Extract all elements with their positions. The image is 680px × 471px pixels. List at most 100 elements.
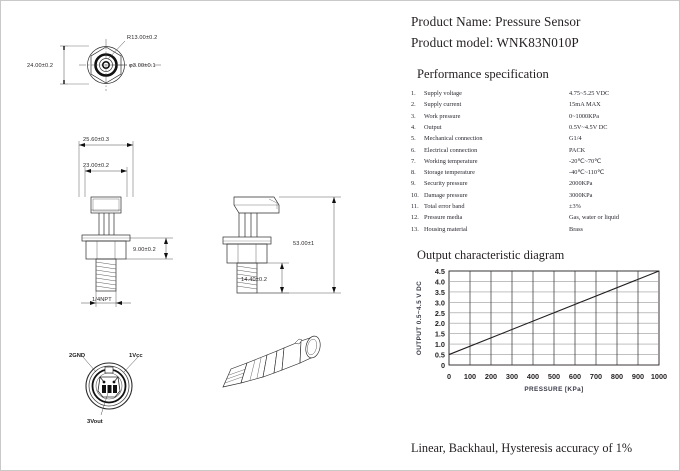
- row-value: 0.5V~4.5V DC: [569, 123, 608, 131]
- row-label: Working temperature: [424, 157, 478, 165]
- row-value: Brass: [569, 225, 583, 233]
- row-value: PACK: [569, 146, 586, 154]
- dim-front-body: 23.00±0.2: [83, 163, 109, 169]
- svg-text:2.0: 2.0: [435, 319, 445, 328]
- row-label: Pressure media: [424, 214, 463, 222]
- table-row: 6. Electrical connection PACK: [411, 144, 671, 155]
- output-characteristic-chart: 4.5 4.0 3.5 3.0 2.5 2.0 1.5 1.0 0.5 0 0 …: [411, 265, 680, 393]
- row-number: 9.: [411, 180, 416, 188]
- table-row: 10. Damage pressure 3000KPa: [411, 190, 671, 201]
- table-row: 5. Mechanical connection G1/4: [411, 133, 671, 144]
- row-number: 5.: [411, 135, 416, 143]
- dim-top-view-width: 24.00±0.2: [27, 63, 53, 69]
- drawing-side-view: [222, 196, 341, 294]
- svg-text:700: 700: [590, 372, 602, 381]
- dim-top-view-radius: R13.00±0.2: [127, 35, 157, 41]
- table-row: 4. Output 0.5V~4.5V DC: [411, 122, 671, 133]
- row-label: Storage temperature: [424, 169, 475, 177]
- pin-label-vout: 3Vout: [87, 419, 103, 425]
- row-value: 2000KPa: [569, 180, 593, 188]
- product-name: Product Name: Pressure Sensor: [411, 14, 581, 29]
- table-row: 9. Security pressure 2000KPa: [411, 178, 671, 189]
- row-number: 7.: [411, 157, 416, 165]
- pin-label-vcc: 1Vcc: [129, 353, 143, 359]
- svg-text:800: 800: [611, 372, 623, 381]
- table-row: 11. Total error band ±3%: [411, 201, 671, 212]
- row-label: Mechanical connection: [424, 135, 483, 143]
- row-value: 3000KPa: [569, 191, 593, 199]
- row-value: ±3%: [569, 202, 581, 210]
- svg-text:1.0: 1.0: [435, 340, 445, 349]
- performance-spec-title: Performance specification: [417, 67, 549, 81]
- dim-side-height: 53.00±1: [293, 241, 314, 247]
- table-row: 13. Housing material Brass: [411, 223, 671, 234]
- row-number: 12.: [411, 214, 419, 222]
- row-label: Supply current: [424, 101, 462, 109]
- chart-y-axis-label: OUTPUT 0.5~4.5 V DC: [416, 281, 423, 355]
- row-number: 2.: [411, 101, 416, 109]
- drawing-isometric-view: [222, 335, 321, 388]
- dim-front-thread: 1/4NPT: [92, 297, 112, 303]
- svg-text:0: 0: [441, 361, 445, 370]
- svg-text:4.0: 4.0: [435, 277, 445, 286]
- svg-text:0: 0: [447, 372, 451, 381]
- svg-text:200: 200: [485, 372, 497, 381]
- row-number: 13.: [411, 225, 419, 233]
- row-label: Security pressure: [424, 180, 468, 188]
- row-value: -40℃~110℃: [569, 169, 605, 177]
- row-label: Electrical connection: [424, 146, 478, 154]
- table-row: 1. Supply voltage 4.75~5.25 VDC: [411, 88, 671, 99]
- svg-text:3.0: 3.0: [435, 298, 445, 307]
- svg-text:500: 500: [548, 372, 560, 381]
- table-row: 3. Work pressure 0~1000KPa: [411, 111, 671, 122]
- svg-text:400: 400: [527, 372, 539, 381]
- row-number: 8.: [411, 169, 416, 177]
- drawing-connector-pinout: [82, 356, 139, 416]
- chart-title: Output characteristic diagram: [417, 247, 565, 262]
- row-number: 1.: [411, 90, 416, 98]
- chart-x-axis-label: PRESSURE [KPa]: [524, 386, 583, 393]
- accuracy-note: Linear, Backhaul, Hysteresis accuracy of…: [411, 441, 633, 455]
- svg-text:100: 100: [464, 372, 476, 381]
- row-number: 4.: [411, 123, 416, 131]
- table-row: 7. Working temperature -20℃~70℃: [411, 156, 671, 167]
- dim-top-view-hole: φ3.00±0.1: [129, 63, 156, 69]
- svg-text:1000: 1000: [651, 372, 667, 381]
- dim-front-hex: 9.00±0.2: [133, 247, 156, 253]
- row-label: Damage pressure: [424, 191, 468, 199]
- row-value: 0~1000KPa: [569, 112, 599, 120]
- technical-drawings-panel: R13.00±0.2 φ3.00±0.1 24.00±0.2 25.60±0.3…: [1, 1, 401, 470]
- row-value: 15mA MAX: [569, 101, 601, 109]
- table-row: 8. Storage temperature -40℃~110℃: [411, 167, 671, 178]
- row-label: Housing material: [424, 225, 468, 233]
- row-label: Supply voltage: [424, 90, 462, 98]
- table-row: 2. Supply current 15mA MAX: [411, 99, 671, 110]
- svg-text:300: 300: [506, 372, 518, 381]
- svg-text:1.5: 1.5: [435, 329, 445, 338]
- row-value: Gas, water or liquid: [569, 214, 620, 222]
- svg-text:4.5: 4.5: [435, 267, 445, 276]
- row-label: Output: [424, 123, 442, 131]
- drawing-front-view: [78, 141, 173, 307]
- row-value: G1/4: [569, 135, 582, 143]
- svg-text:600: 600: [569, 372, 581, 381]
- dim-front-top: 25.60±0.3: [83, 137, 109, 143]
- specification-panel: Product Name: Pressure Sensor Product mo…: [403, 1, 679, 470]
- product-model: Product model: WNK83N010P: [411, 35, 579, 50]
- row-label: Work pressure: [424, 112, 461, 120]
- row-value: -20℃~70℃: [569, 157, 602, 165]
- row-number: 11.: [411, 202, 419, 210]
- row-number: 3.: [411, 112, 416, 120]
- svg-text:3.5: 3.5: [435, 288, 445, 297]
- row-number: 10.: [411, 191, 419, 199]
- pin-label-gnd: 2GND: [69, 353, 85, 359]
- dim-side-thread: 14.40±0.2: [241, 277, 267, 283]
- performance-spec-table: 1. Supply voltage 4.75~5.25 VDC 2. Suppl…: [411, 88, 671, 235]
- chart-data-line: [448, 270, 660, 355]
- row-number: 6.: [411, 146, 416, 154]
- drawing-top-view: [60, 39, 161, 91]
- svg-text:0.5: 0.5: [435, 350, 445, 359]
- row-value: 4.75~5.25 VDC: [569, 90, 610, 98]
- row-label: Total error band: [424, 202, 465, 210]
